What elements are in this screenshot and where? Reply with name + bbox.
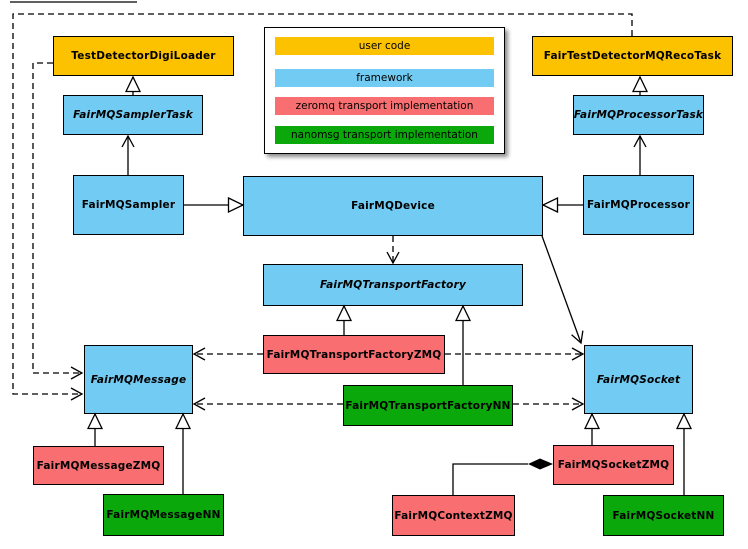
- node-fair-test-detector-mq-reco-task: FairTestDetectorMQRecoTask: [532, 36, 733, 76]
- node-test-detector-digi-loader: TestDetectorDigiLoader: [53, 36, 234, 76]
- node-fairmq-sampler-task: FairMQSamplerTask: [63, 95, 203, 135]
- node-fairmq-socket: FairMQSocket: [584, 345, 693, 414]
- legend-item-framework: framework: [275, 69, 494, 87]
- node-fairmq-message-nn: FairMQMessageNN: [103, 494, 224, 536]
- edge-composition-contextzmq-socketzmq: [453, 464, 528, 495]
- node-fairmq-processor-task: FairMQProcessorTask: [573, 95, 704, 135]
- legend-box: user code framework zeromq transport imp…: [264, 27, 505, 154]
- node-fairmq-transport-factory-zmq: FairMQTransportFactoryZMQ: [263, 335, 445, 374]
- node-fairmq-context-zmq: FairMQContextZMQ: [392, 495, 515, 536]
- node-fairmq-message: FairMQMessage: [84, 345, 193, 414]
- node-fairmq-message-zmq: FairMQMessageZMQ: [33, 446, 164, 485]
- legend-item-nanomsg-transport: nanomsg transport implementation: [275, 126, 494, 144]
- node-fairmq-transport-factory-nn: FairMQTransportFactoryNN: [343, 385, 513, 426]
- node-fairmq-processor: FairMQProcessor: [583, 175, 694, 235]
- node-fairmq-sampler: FairMQSampler: [73, 175, 184, 235]
- legend-item-zeromq-transport: zeromq transport implementation: [275, 97, 494, 115]
- node-fairmq-transport-factory: FairMQTransportFactory: [263, 264, 523, 306]
- node-fairmq-socket-nn: FairMQSocketNN: [603, 495, 724, 536]
- composition-diamond: [528, 458, 553, 470]
- legend-item-user-code: user code: [275, 37, 494, 55]
- edge-association-device-socket: [542, 236, 581, 343]
- node-fairmq-device: FairMQDevice: [243, 176, 543, 236]
- node-fairmq-socket-zmq: FairMQSocketZMQ: [553, 445, 674, 485]
